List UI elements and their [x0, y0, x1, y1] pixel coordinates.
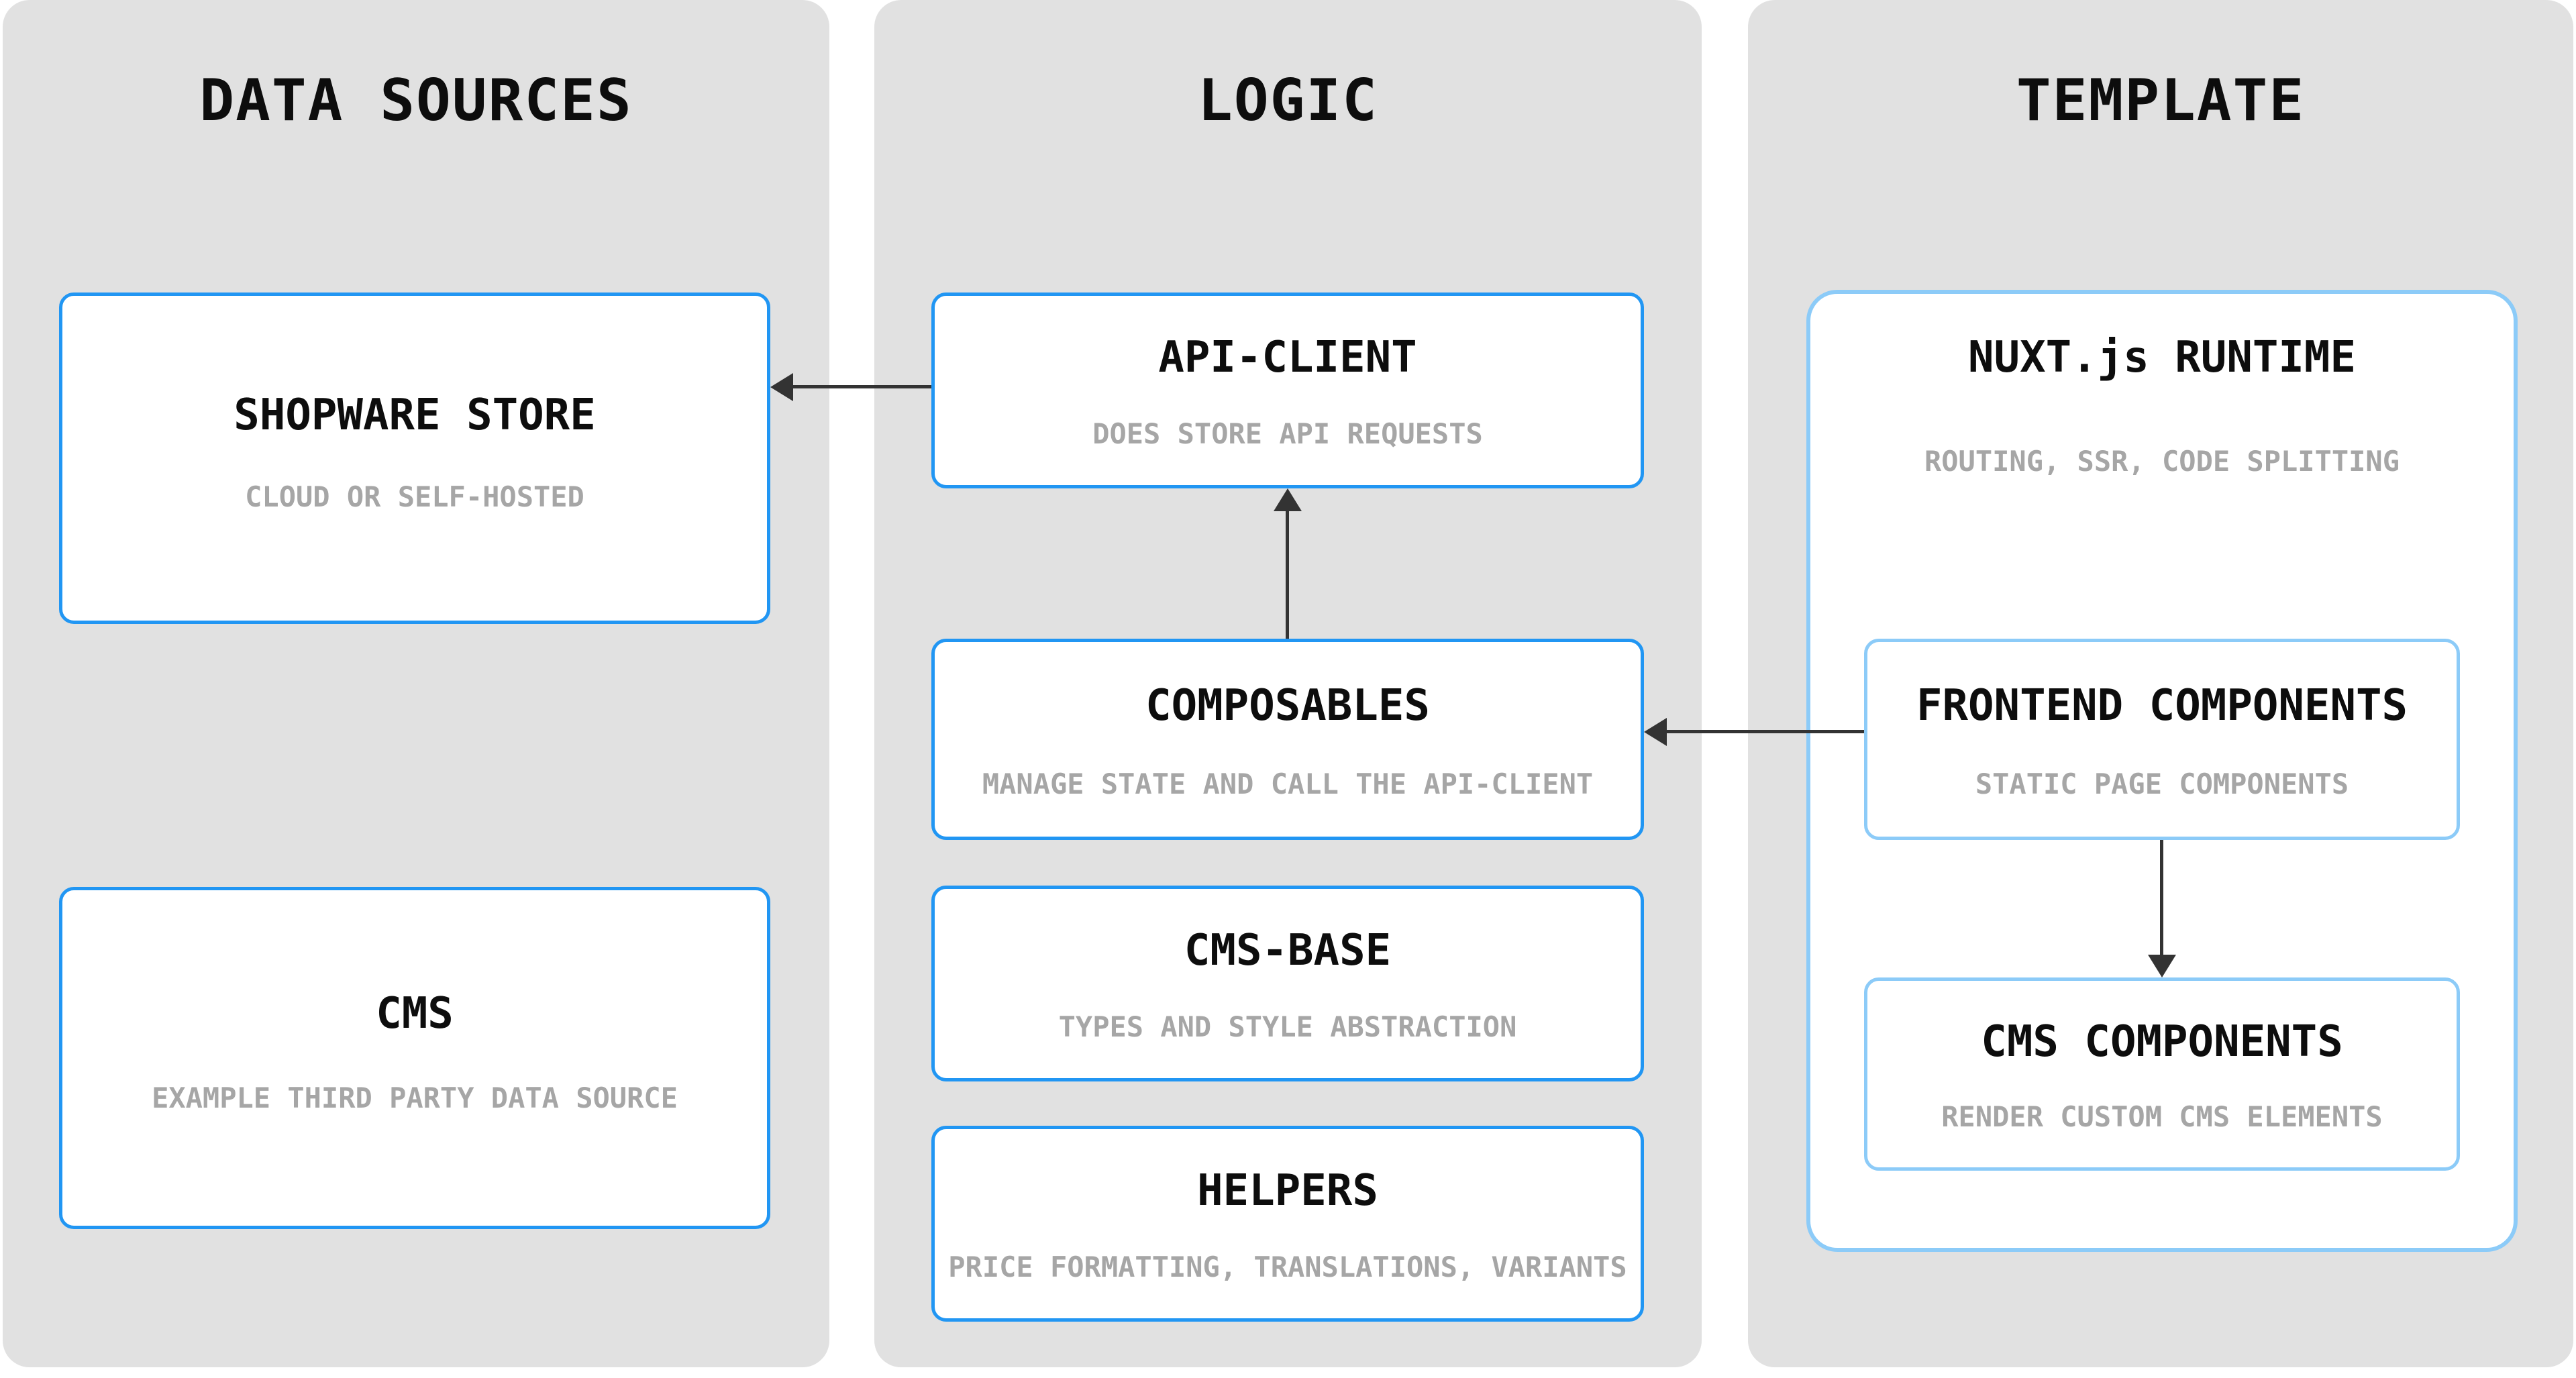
box-subtitle: MANAGE STATE AND CALL THE API-CLIENT [982, 767, 1594, 800]
arrow-head-up-icon [1274, 488, 1302, 511]
box-helpers: HELPERS PRICE FORMATTING, TRANSLATIONS, … [931, 1126, 1644, 1322]
column-title-logic: LOGIC [1198, 67, 1378, 134]
box-shopware-store: SHOPWARE STORE CLOUD OR SELF-HOSTED [59, 293, 770, 624]
box-title: FRONTEND COMPONENTS [1916, 680, 2408, 731]
box-title: CMS COMPONENTS [1981, 1016, 2343, 1067]
box-title: HELPERS [1197, 1166, 1378, 1216]
box-title: CMS-BASE [1184, 926, 1392, 976]
arrow-line [792, 385, 931, 388]
arrow-head-left-icon [1644, 718, 1667, 746]
arrow-line [2160, 840, 2163, 957]
box-cms-base: CMS-BASE TYPES AND STYLE ABSTRACTION [931, 886, 1644, 1081]
box-title: COMPOSABLES [1145, 680, 1430, 731]
box-subtitle: RENDER CUSTOM CMS ELEMENTS [1941, 1100, 2383, 1133]
box-subtitle: CLOUD OR SELF-HOSTED [245, 480, 584, 513]
box-subtitle: DOES STORE API REQUESTS [1092, 417, 1483, 450]
box-subtitle: ROUTING, SSR, CODE SPLITTING [1924, 444, 2400, 478]
box-subtitle: TYPES AND STYLE ABSTRACTION [1058, 1010, 1517, 1043]
arrow-line [1665, 730, 1864, 733]
box-title: NUXT.js RUNTIME [1968, 333, 2356, 383]
arrow-line [1286, 510, 1289, 639]
box-frontend-components: FRONTEND COMPONENTS STATIC PAGE COMPONEN… [1864, 639, 2460, 840]
box-title: SHOPWARE STORE [234, 390, 596, 441]
column-title-data-sources: DATA SOURCES [199, 67, 633, 134]
column-title-template: TEMPLATE [2016, 67, 2306, 134]
box-subtitle: PRICE FORMATTING, TRANSLATIONS, VARIANTS [948, 1250, 1627, 1283]
box-cms-components: CMS COMPONENTS RENDER CUSTOM CMS ELEMENT… [1864, 977, 2460, 1171]
box-title: API-CLIENT [1158, 333, 1417, 383]
box-subtitle: EXAMPLE THIRD PARTY DATA SOURCE [152, 1081, 678, 1114]
box-subtitle: STATIC PAGE COMPONENTS [1975, 767, 2349, 800]
box-composables: COMPOSABLES MANAGE STATE AND CALL THE AP… [931, 639, 1644, 840]
box-cms: CMS EXAMPLE THIRD PARTY DATA SOURCE [59, 887, 770, 1229]
arrow-head-down-icon [2148, 955, 2176, 977]
box-title: CMS [376, 989, 454, 1039]
arrow-head-left-icon [770, 373, 793, 401]
box-api-client: API-CLIENT DOES STORE API REQUESTS [931, 293, 1644, 488]
